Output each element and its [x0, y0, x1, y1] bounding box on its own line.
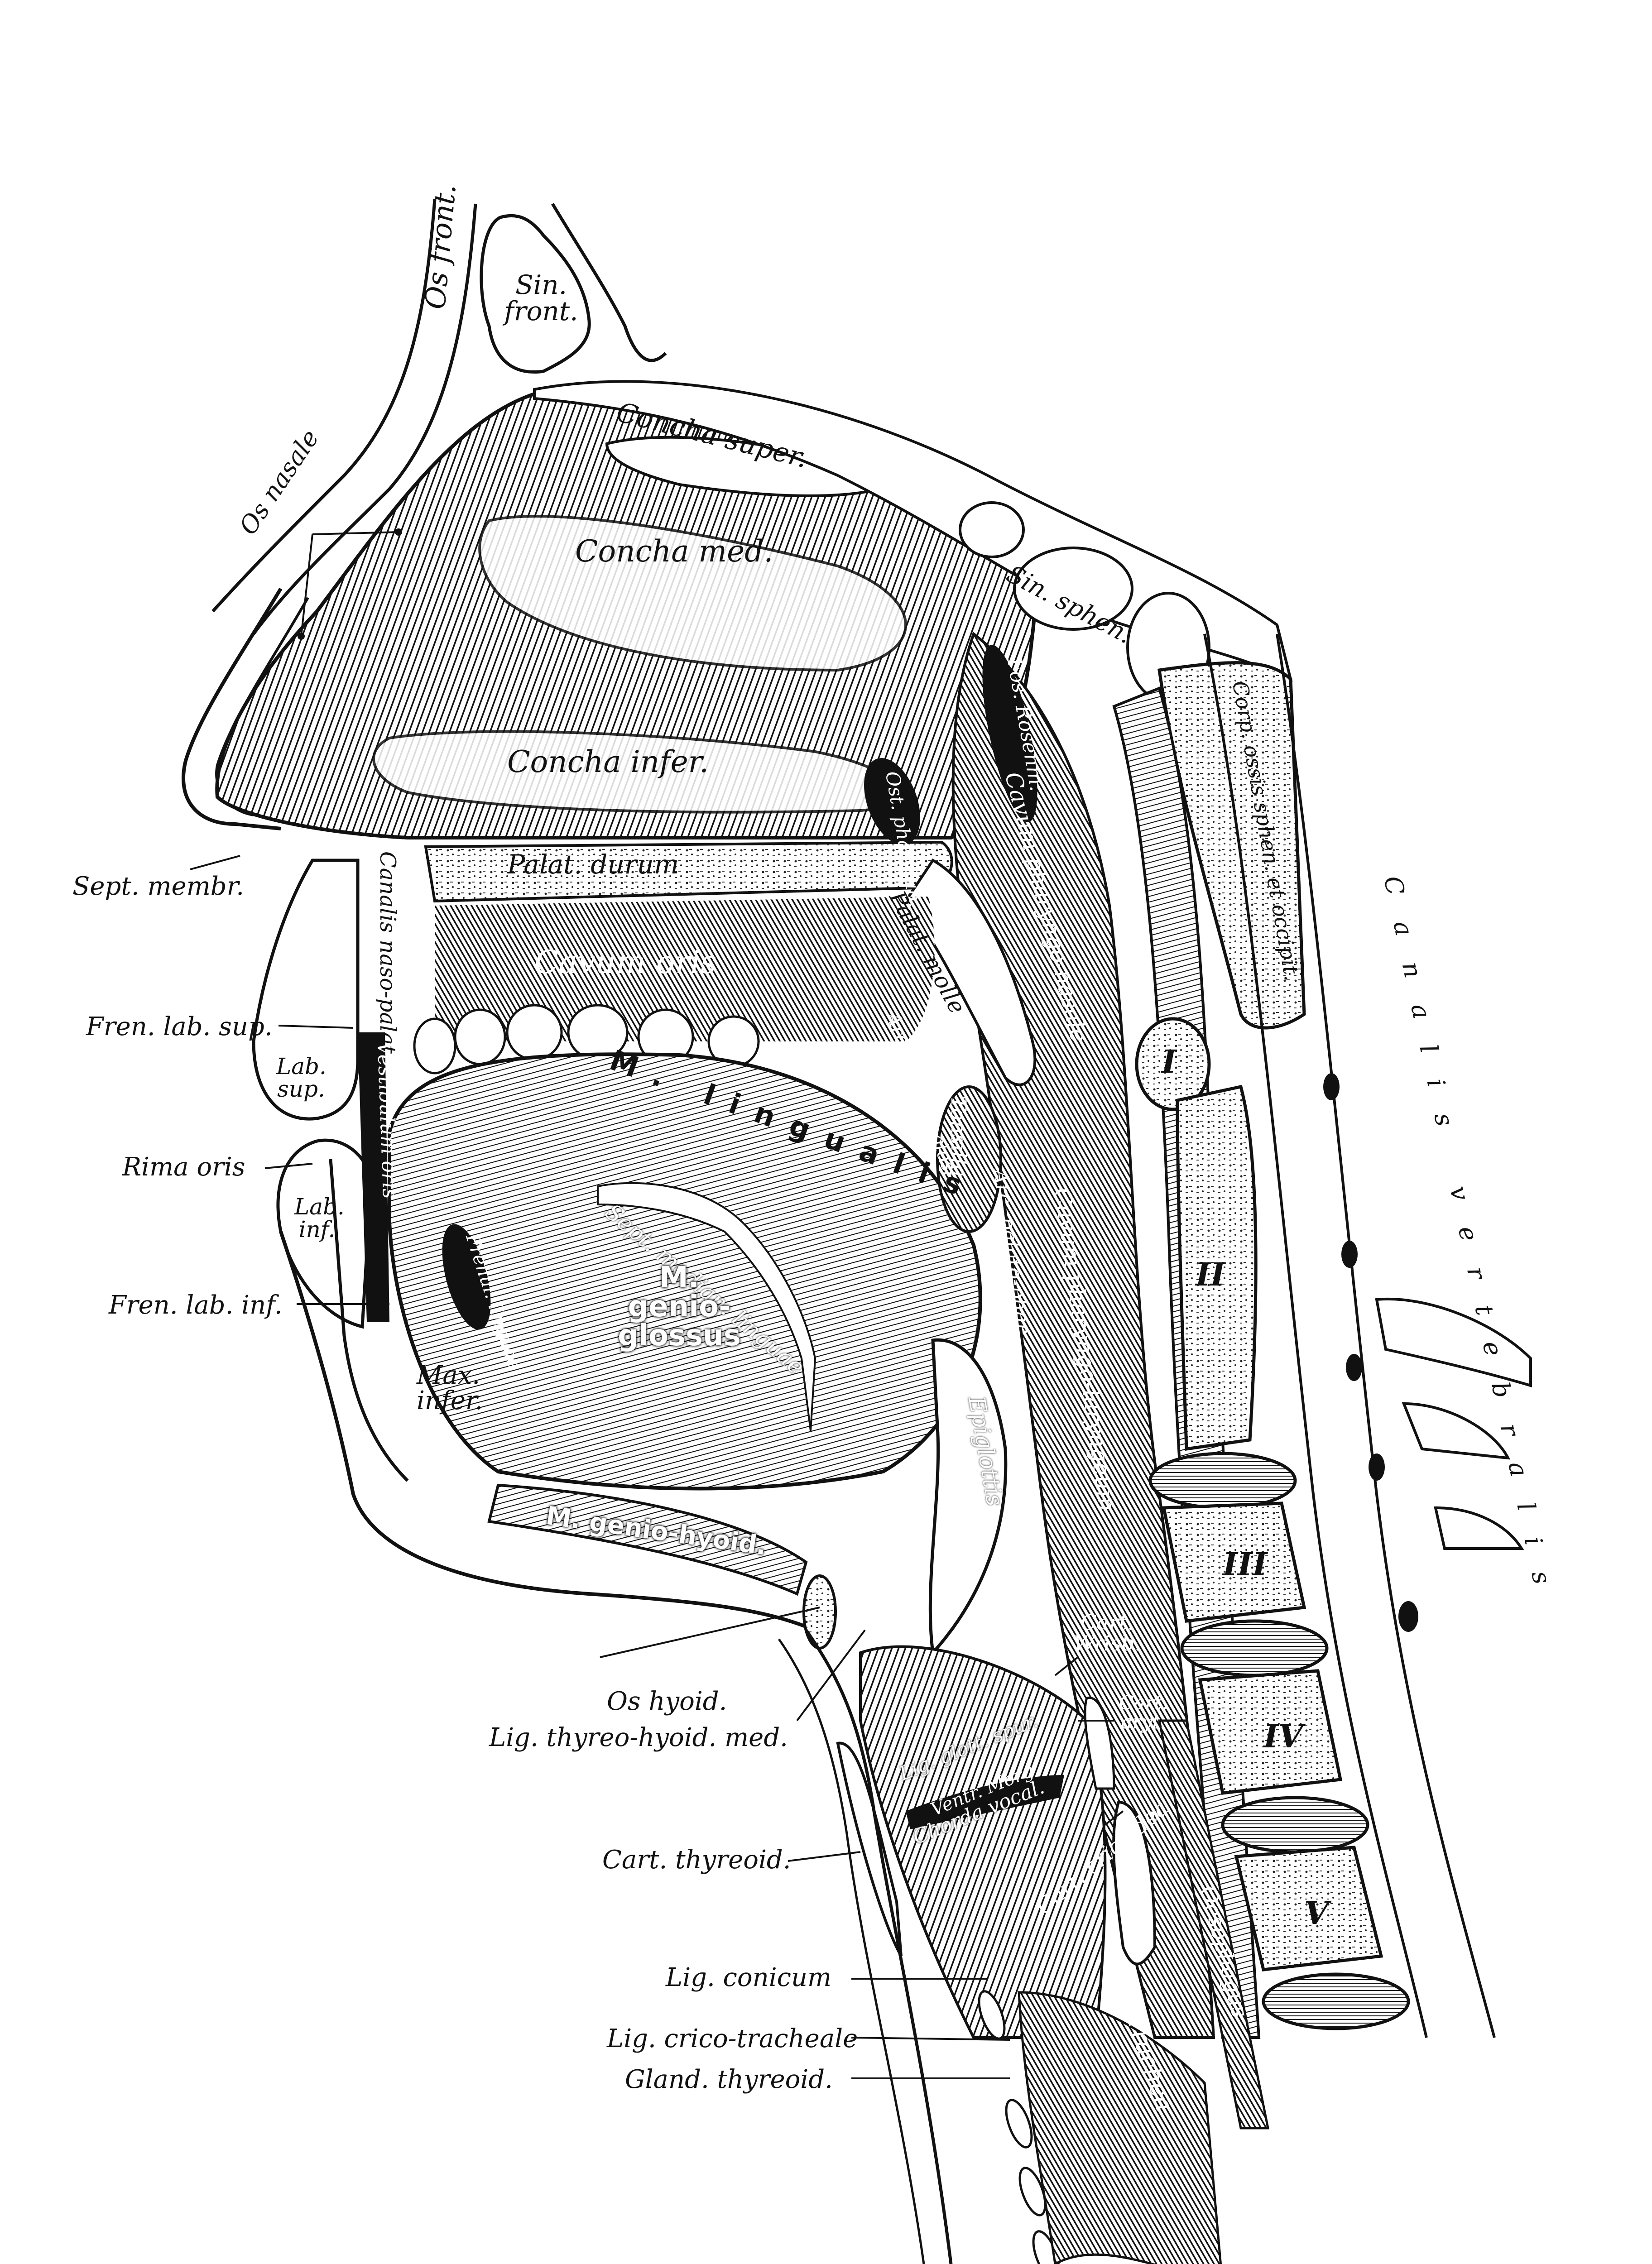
label-lab-sup: Lab. sup. — [276, 1053, 327, 1102]
label-vert-II: II — [1196, 1256, 1225, 1293]
label-cavum-oris: Cavum oris — [534, 944, 717, 981]
label-cart-wrisb: Cart. Wrisb. — [1073, 1610, 1141, 1655]
label-vert-III: III — [1223, 1545, 1268, 1583]
label-cart-aryt: Cart. aryt. — [1119, 1692, 1168, 1733]
label-vert-IV: IV — [1263, 1717, 1303, 1755]
label-max-infer: Max. infer. — [417, 1361, 483, 1415]
label-lab-inf: Lab. inf. — [294, 1194, 345, 1242]
label-vert-I: I — [1162, 1043, 1177, 1080]
label-sin-front: Sin. front. — [504, 269, 578, 326]
label-palat-durum: Palat. durum — [507, 849, 679, 880]
label-rima-oris: Rima oris — [122, 1152, 245, 1182]
label-lig-conicum: Lig. conicum — [666, 1963, 832, 1992]
label-canalis-naso-palat: Canalis naso-palat. — [375, 851, 400, 1061]
label-fren-lab-inf: Fren. lab. inf. — [109, 1290, 283, 1320]
label-vert-V: V — [1304, 1894, 1329, 1932]
label-gland-thyreoid: Gland. thyreoid. — [625, 2065, 833, 2094]
label-lig-crico-tracheale: Lig. crico-tracheale — [607, 2024, 858, 2053]
label-concha-med: Concha med. — [575, 534, 773, 569]
label-sept-membr: Sept. membr. — [72, 872, 245, 901]
label-fren-lab-sup: Fren. lab. sup. — [86, 1012, 273, 1041]
label-concha-infer: Concha infer. — [507, 744, 709, 779]
label-m-genio-glossus: M. genio- glossus — [618, 1261, 741, 1353]
label-lig-thyreo-hyoid-med: Lig. thyreo-hyoid. med. — [489, 1723, 788, 1752]
label-vestibulum-oris: Vestibulum oris — [373, 1041, 402, 1199]
label-os-hyoid: Os hyoid. — [607, 1687, 727, 1716]
label-cart-thyreoid: Cart. thyreoid. — [602, 1845, 791, 1875]
